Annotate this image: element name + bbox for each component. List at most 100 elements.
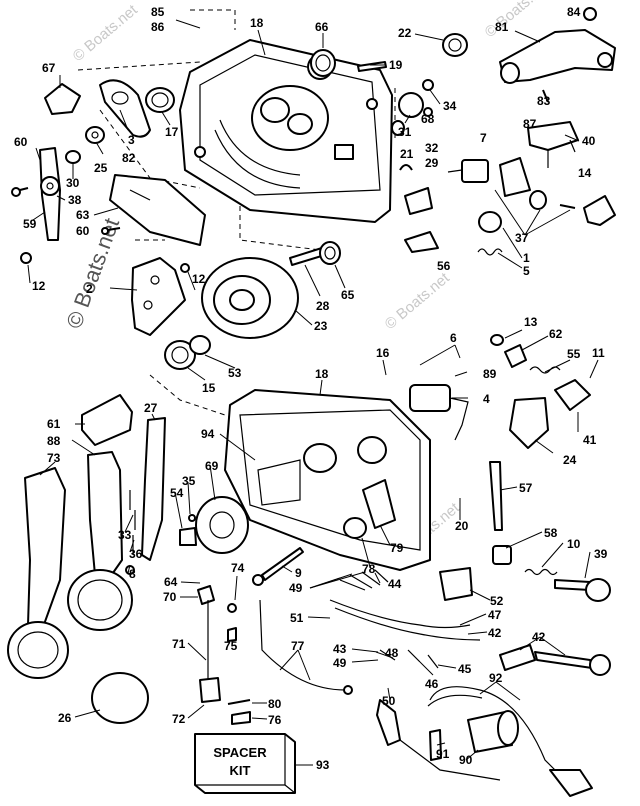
callout-29: 29 — [425, 156, 439, 170]
detent-bracket — [131, 257, 190, 336]
leader-lines — [27, 19, 599, 766]
callout-17: 17 — [165, 125, 179, 139]
callout-35: 35 — [182, 474, 196, 488]
callout-6: 6 — [450, 331, 457, 345]
upper-left-parts — [11, 79, 206, 264]
callout-25: 25 — [94, 161, 108, 175]
callout-81: 81 — [495, 20, 509, 34]
callout-18: 18 — [315, 367, 329, 381]
callout-55: 55 — [567, 347, 581, 361]
callout-26: 26 — [58, 711, 72, 725]
callout-20: 20 — [455, 519, 469, 533]
callout-49: 49 — [289, 581, 303, 595]
callout-66: 66 — [315, 20, 329, 34]
callout-69: 69 — [205, 459, 219, 473]
callout-91: 91 — [436, 747, 450, 761]
watermark: © Boats.net — [382, 269, 454, 333]
neutral-switch-parts — [409, 334, 611, 602]
callout-31: 31 — [398, 125, 412, 139]
spacer-kit-box: SPACER KIT — [194, 733, 296, 794]
callout-65: 65 — [341, 288, 355, 302]
callout-19: 19 — [389, 58, 403, 72]
callout-37: 37 — [515, 231, 529, 245]
callout-64: 64 — [164, 575, 178, 589]
callout-32: 32 — [425, 141, 439, 155]
callout-16: 16 — [376, 346, 390, 360]
callout-13: 13 — [524, 315, 538, 329]
callout-84: 84 — [567, 5, 581, 19]
callout-24: 24 — [563, 453, 577, 467]
callout-52: 52 — [490, 594, 504, 608]
handle-assemblies — [7, 394, 166, 724]
wiring-harness — [197, 567, 611, 703]
callout-40: 40 — [582, 134, 596, 148]
callout-87: 87 — [523, 117, 537, 131]
callout-60: 60 — [14, 135, 28, 149]
callout-53: 53 — [228, 366, 242, 380]
callout-89: 89 — [483, 367, 497, 381]
callout-77: 77 — [291, 639, 305, 653]
callout-67: 67 — [42, 61, 56, 75]
callout-73: 73 — [47, 451, 61, 465]
callout-9: 9 — [295, 566, 302, 580]
callout-75: 75 — [224, 639, 238, 653]
callout-15: 15 — [202, 381, 216, 395]
callout-21: 21 — [400, 147, 414, 161]
callout-36: 36 — [129, 547, 143, 561]
callout-27: 27 — [144, 401, 158, 415]
watermark: © Boats.net — [70, 1, 142, 65]
callout-80: 80 — [268, 697, 282, 711]
callout-labels: 85 86 18 66 22 84 81 19 67 34 68 83 3 17… — [14, 5, 608, 772]
callout-58: 58 — [544, 526, 558, 540]
callout-30: 30 — [66, 176, 80, 190]
gear-parts — [179, 496, 304, 586]
upper-right-parts — [307, 7, 616, 168]
callout-51: 51 — [290, 611, 304, 625]
callout-78: 78 — [362, 562, 376, 576]
callout-45: 45 — [458, 662, 472, 676]
switch-assembly-parts — [399, 157, 616, 256]
spacer-kit-label-line2: KIT — [230, 763, 251, 778]
callout-44: 44 — [388, 577, 402, 591]
callout-10: 10 — [567, 537, 581, 551]
callout-12: 12 — [32, 279, 46, 293]
callout-79: 79 — [390, 541, 404, 555]
watermark: © Boats.net — [482, 0, 554, 41]
callout-54: 54 — [170, 486, 184, 500]
callout-48: 48 — [385, 646, 399, 660]
callout-42: 42 — [488, 626, 502, 640]
callout-92: 92 — [489, 671, 503, 685]
callout-90: 90 — [459, 753, 473, 767]
callout-76: 76 — [268, 713, 282, 727]
upper-control-housing — [179, 39, 393, 223]
callout-49: 49 — [333, 656, 347, 670]
spacer-kit-label-line1: SPACER — [213, 745, 267, 760]
callout-11: 11 — [592, 346, 605, 360]
throttle-hub — [164, 241, 341, 370]
callout-7: 7 — [480, 131, 487, 145]
callout-74: 74 — [231, 561, 245, 575]
callout-41: 41 — [583, 433, 597, 447]
callout-8: 8 — [129, 567, 136, 581]
callout-14: 14 — [578, 166, 592, 180]
callout-28: 28 — [316, 299, 330, 313]
callout-70: 70 — [163, 590, 177, 604]
callout-46: 46 — [425, 677, 439, 691]
callout-82: 82 — [122, 151, 136, 165]
callout-63: 63 — [76, 208, 90, 222]
callout-39: 39 — [594, 547, 608, 561]
callout-23: 23 — [314, 319, 328, 333]
callout-18: 18 — [250, 16, 264, 30]
callout-93: 93 — [316, 758, 330, 772]
callout-5: 5 — [523, 264, 530, 278]
callout-2: 2 — [86, 282, 93, 296]
callout-22: 22 — [398, 26, 412, 40]
callout-85: 85 — [151, 5, 165, 19]
callout-3: 3 — [128, 133, 135, 147]
lower-hardware — [227, 686, 593, 797]
callout-71: 71 — [172, 637, 186, 651]
callout-94: 94 — [201, 427, 215, 441]
callout-50: 50 — [382, 694, 396, 708]
callout-60: 60 — [76, 224, 90, 238]
